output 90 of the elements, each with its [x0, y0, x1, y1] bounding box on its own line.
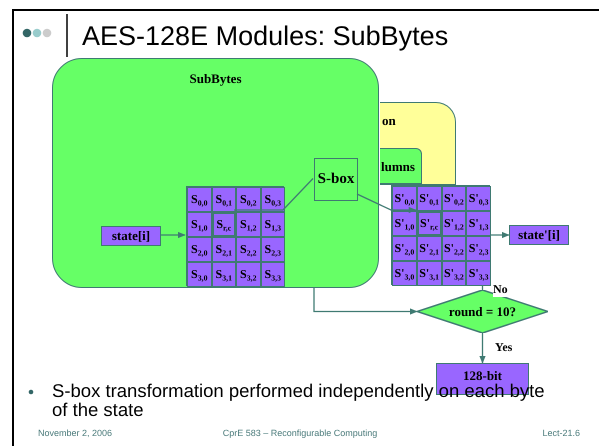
cell-text: S$_{3,0}$	[191, 267, 208, 282]
matrix-cell	[212, 237, 236, 262]
cell-text: S'$_{3,2}$	[444, 266, 464, 281]
cell-text: S'$_{1,2}$	[444, 216, 464, 231]
output-box	[509, 225, 569, 245]
cell-text: S'$_{3,0}$	[394, 266, 414, 281]
node-label: on	[382, 113, 396, 129]
footer-text: Lect-21.6	[542, 428, 580, 438]
matrix-cell	[187, 212, 212, 237]
matrix-cell	[466, 236, 491, 261]
cell-text: S$_{0,1}$	[216, 192, 232, 207]
node-label: state[i]	[112, 228, 150, 244]
cell-text: S'$_{0,2}$	[444, 191, 464, 206]
connector-arrow	[160, 232, 186, 238]
node-label: S-box	[318, 171, 354, 188]
module-box	[52, 58, 379, 288]
cell-text: S$_{3,1}$	[216, 267, 232, 282]
matrix-cell	[466, 211, 491, 236]
node-label: S$_{r,c}$	[216, 217, 232, 232]
node-label: S'$_{r,c}$	[420, 216, 438, 231]
cell-text: S$_{1,0}$	[191, 217, 208, 232]
byte-box	[212, 212, 236, 237]
slide-title: AES-128E Modules: SubBytes	[82, 21, 448, 52]
node-label: lumns	[381, 159, 415, 175]
cell-text: S$_{2,0}$	[191, 242, 208, 257]
input-box	[101, 226, 161, 246]
cell-text: S$_{0,0}$	[191, 192, 208, 207]
matrix-cell	[392, 186, 417, 211]
node-label: 128-bit	[463, 368, 502, 384]
matrix-cell	[187, 262, 212, 287]
connector-arrow	[490, 232, 510, 238]
cell-text: S$_{2,2}$	[240, 242, 256, 257]
connector-arrow	[313, 288, 418, 315]
matrix-cell	[416, 261, 442, 286]
cell-text: S'$_{0,0}$	[394, 191, 414, 206]
cell-text: S'$_{2,3}$	[468, 241, 488, 256]
step-box	[380, 148, 422, 184]
byte-box	[416, 211, 442, 236]
sbox-box	[314, 158, 358, 201]
matrix-cell	[466, 261, 491, 286]
matrix-cell	[260, 237, 285, 262]
cell-text: S'$_{1,0}$	[394, 216, 414, 231]
edge-label: No	[493, 282, 508, 297]
matrix-cell	[236, 262, 260, 287]
matrix-cell	[260, 262, 285, 287]
cell-text: S$_{1,2}$	[240, 217, 256, 232]
matrix-cell	[260, 187, 285, 212]
state-matrix	[391, 185, 490, 285]
matrix-cell	[416, 236, 442, 261]
matrix-cell	[392, 236, 417, 261]
cell-text: S$_{2,1}$	[216, 242, 232, 257]
cell-text: S'$_{3,3}$	[468, 266, 488, 281]
matrix-cell	[260, 212, 285, 237]
connector-arrow	[356, 193, 417, 214]
node-label: round = 10?	[448, 304, 516, 320]
node-label: SubBytes	[189, 71, 242, 87]
matrix-cell	[442, 261, 466, 286]
cell-text: S'$_{0,3}$	[468, 191, 488, 206]
footer-text: CprE 583 – Reconfigurable Computing	[222, 428, 378, 438]
cell-text: S'$_{1,3}$	[468, 216, 488, 231]
matrix-cell	[442, 186, 466, 211]
matrix-cell	[442, 236, 466, 261]
matrix-cell	[416, 186, 442, 211]
cell-text: S$_{3,3}$	[264, 267, 281, 282]
connector-arrow	[479, 333, 486, 364]
cell-text: S'$_{2,1}$	[419, 241, 439, 256]
cell-text: S$_{3,2}$	[240, 267, 256, 282]
state-matrix	[186, 186, 284, 286]
cell-text: S$_{2,3}$	[264, 242, 281, 257]
cell-text: S'$_{0,1}$	[419, 191, 439, 206]
cell-text: S$_{0,2}$	[240, 192, 256, 207]
matrix-cell	[236, 212, 260, 237]
matrix-cell	[466, 186, 491, 211]
matrix-cell	[236, 237, 260, 262]
cell-text: S$_{0,3}$	[264, 192, 281, 207]
cell-text: S$_{1,3}$	[264, 217, 281, 232]
matrix-cell	[187, 187, 212, 212]
matrix-cell	[212, 187, 236, 212]
matrix-cell	[392, 211, 417, 236]
footer-text: November 2, 2006	[38, 428, 112, 438]
cell-text: S'$_{2,2}$	[444, 241, 464, 256]
matrix-cell	[442, 211, 466, 236]
cell-text: S'$_{2,0}$	[394, 241, 414, 256]
matrix-cell	[392, 261, 417, 286]
cell-text: S'$_{3,1}$	[419, 266, 439, 281]
matrix-cell	[212, 262, 236, 287]
matrix-cell	[187, 237, 212, 262]
node-label: state'[i]	[518, 227, 560, 243]
matrix-cell	[236, 187, 260, 212]
round-box	[380, 102, 456, 185]
